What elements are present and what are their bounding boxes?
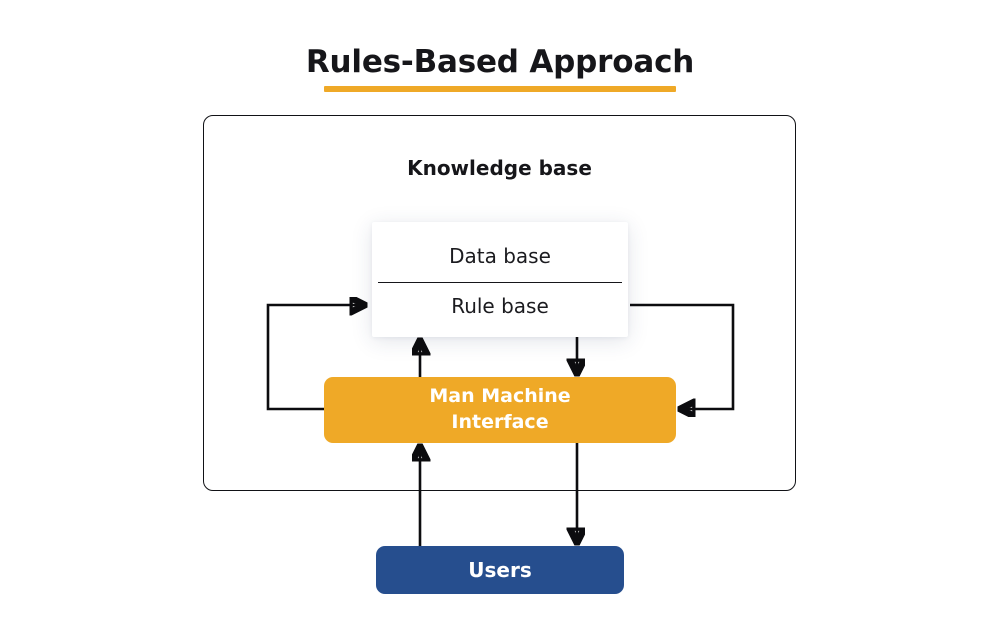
knowledge-base-container [203, 115, 796, 491]
mmi-label-line2: Interface [451, 411, 549, 433]
rule-base-row: Rule base [451, 294, 549, 318]
knowledge-base-label: Knowledge base [407, 156, 592, 180]
knowledge-base-card: Data base Rule base [372, 222, 628, 337]
data-base-row: Data base [449, 244, 551, 268]
users-label: Users [468, 558, 532, 582]
mmi-label-line1: Man Machine [429, 385, 571, 408]
users-box: Users [376, 546, 624, 594]
title-underline-bar [324, 86, 676, 92]
page-title: Rules-Based Approach [305, 44, 695, 80]
man-machine-interface-box: Man Machine Interface [324, 377, 676, 443]
card-divider [378, 282, 622, 284]
